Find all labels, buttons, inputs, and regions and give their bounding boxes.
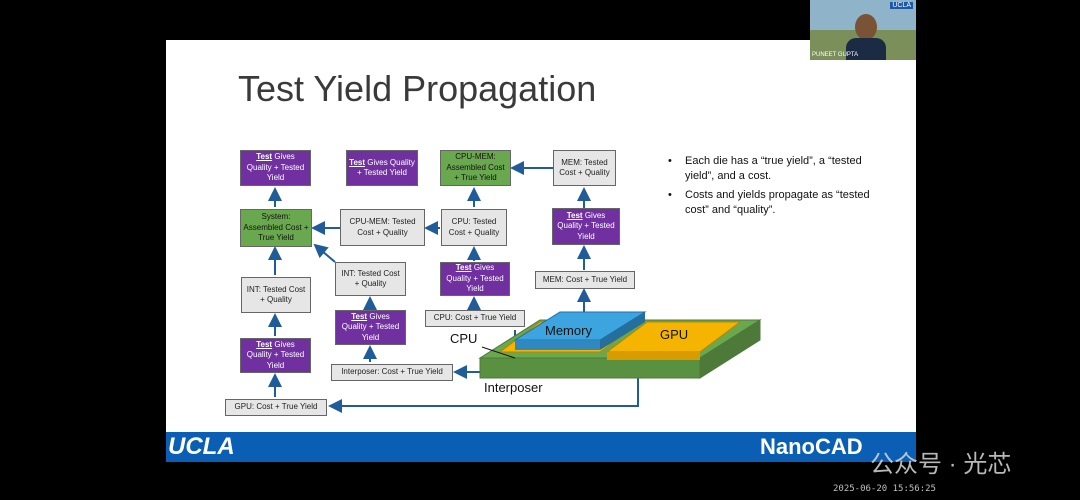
test-gives-box: Test Gives Quality + Tested Yield <box>240 338 311 373</box>
bullet-item: •Costs and yields propagate as “tested c… <box>668 189 870 216</box>
gpu-cost-box: GPU: Cost + True Yield <box>225 399 327 416</box>
cpu-label: CPU <box>450 331 478 346</box>
test-gives-box: Test Gives Quality + Tested Yield <box>240 150 311 186</box>
presenter-avatar <box>855 14 877 40</box>
int-tested-box: INT: Tested Cost + Quality <box>241 277 311 313</box>
slide-footer-bar <box>166 432 916 462</box>
recording-timestamp: 2025-06-20 15:56:25 <box>833 484 936 494</box>
presenter-name: PUNEET GUPTA <box>812 52 859 58</box>
cpu-tested-box: CPU: Tested Cost + Quality <box>441 209 507 246</box>
memory-label: Memory <box>545 323 592 338</box>
test-gives-box: Test Gives Quality + Tested Yield <box>335 310 406 345</box>
watermark-text: 公众号 · 光芯 <box>870 451 1012 478</box>
webcam-thumbnail[interactable]: UCLA PUNEET GUPTA <box>810 0 916 60</box>
test-gives-box: Test Gives Quality + Tested Yield <box>440 262 510 296</box>
nanocad-logo: NanoCAD <box>760 434 863 459</box>
interposer-label: Interposer <box>484 380 543 395</box>
gpu-label: GPU <box>660 327 689 342</box>
slide-title: Test Yield Propagation <box>238 68 597 109</box>
test-gives-box: Test Gives Quality + Tested Yield <box>552 208 620 245</box>
int-tested-box: INT: Tested Cost + Quality <box>335 262 406 296</box>
interposer-cost-box: Interposer: Cost + True Yield <box>331 364 453 381</box>
bullet-list: •Each die has a “true yield”, a “tested … <box>668 154 878 222</box>
cpu-mem-tested-box: CPU-MEM: Tested Cost + Quality <box>340 209 425 246</box>
cpu-cost-box: CPU: Cost + True Yield <box>425 310 525 327</box>
system-assembled-box: System: Assembled Cost + True Yield <box>240 209 312 247</box>
test-gives-box: Test Gives Quality + Tested Yield <box>346 150 418 186</box>
webcam-ucla-badge: UCLA <box>890 2 913 9</box>
mem-cost-box: MEM: Cost + True Yield <box>535 271 635 289</box>
bullet-item: •Each die has a “true yield”, a “tested … <box>668 155 862 182</box>
mem-tested-box: MEM: Tested Cost + Quality <box>553 150 616 186</box>
ucla-logo: UCLA <box>168 433 235 460</box>
cpu-mem-assembled-box: CPU-MEM: Assembled Cost + True Yield <box>440 150 511 186</box>
